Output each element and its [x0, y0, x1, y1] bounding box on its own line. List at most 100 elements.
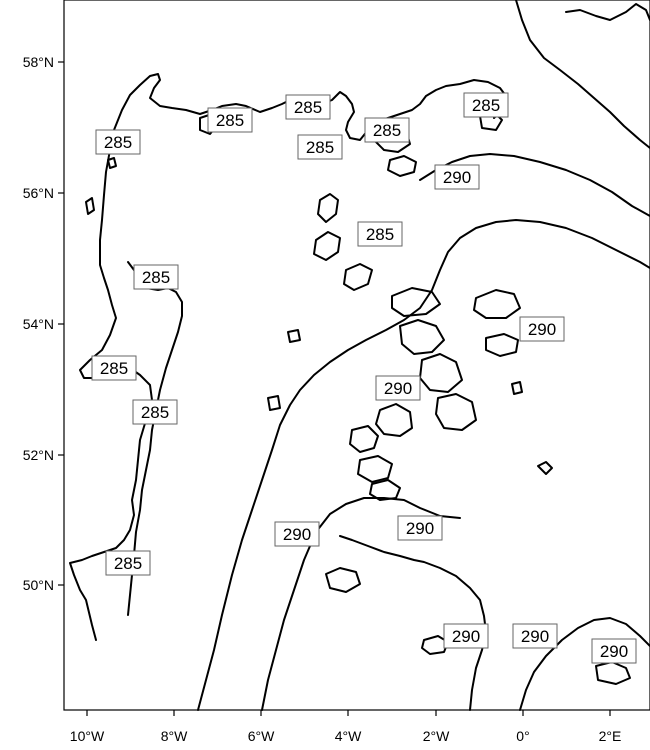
contour-southeast: [519, 617, 650, 711]
contour-label-box: [95, 129, 141, 155]
contour-label-290: 290: [375, 375, 421, 401]
contour-label-290: 290: [274, 521, 320, 547]
contour-island-9: [349, 425, 379, 453]
y-tick-label: 52°N: [23, 447, 54, 463]
contour-island-25: [85, 197, 95, 215]
contour-label-text: 285: [114, 554, 142, 573]
contour-label-text: 290: [283, 525, 311, 544]
contour-label-box: [463, 92, 509, 118]
contour-english-coast: [339, 535, 487, 711]
contour-island-3: [343, 263, 373, 291]
contour-island-7: [435, 393, 477, 431]
y-tick-label: 58°N: [23, 54, 54, 70]
contour-island-4: [391, 287, 441, 317]
contour-label-290: 290: [443, 623, 489, 649]
contour-label-text: 285: [100, 359, 128, 378]
contour-label-285: 285: [133, 264, 179, 290]
contour-northeast: [515, 0, 650, 149]
contour-label-box: [285, 94, 331, 120]
contour-label-290: 290: [512, 623, 558, 649]
x-tick-label: 6°W: [248, 728, 275, 744]
contour-label-285: 285: [357, 221, 403, 247]
contour-island-8: [375, 403, 413, 437]
contour-island-5: [399, 319, 445, 355]
contour-label-box: [357, 221, 403, 247]
contour-island-18: [421, 635, 449, 655]
plot-frame: [63, 0, 650, 711]
contour-island-14: [485, 333, 519, 357]
contour-label-text: 290: [528, 320, 556, 339]
contour-label-box: [132, 399, 178, 425]
x-tick-label: 8°W: [161, 728, 188, 744]
contour-label-285: 285: [463, 92, 509, 118]
contour-island-16: [387, 155, 417, 177]
contour-label-box: [207, 107, 253, 133]
x-tick-label: 2°E: [599, 728, 622, 744]
contour-channel: [261, 497, 461, 711]
contour-label-text: 285: [294, 98, 322, 117]
contour-label-text: 290: [452, 627, 480, 646]
contour-label-box: [375, 375, 421, 401]
contour-label-box: [512, 623, 558, 649]
contour-label-text: 285: [373, 121, 401, 140]
contour-label-285: 285: [95, 129, 141, 155]
contour-label-text: 285: [142, 268, 170, 287]
contour-label-box: [274, 521, 320, 547]
contour-label-290: 290: [519, 316, 565, 342]
contour-label-285: 285: [207, 107, 253, 133]
contour-label-box: [519, 316, 565, 342]
contour-label-285: 285: [91, 355, 137, 381]
contour-labels: 285 285 285 285 285 285 285 285 285 285 285 290 290 2…: [91, 92, 637, 664]
contour-label-text: 290: [600, 642, 628, 661]
contour-island-1: [317, 193, 339, 223]
y-tick-label: 56°N: [23, 185, 54, 201]
x-tick-label: 4°W: [335, 728, 362, 744]
contour-label-text: 285: [141, 403, 169, 422]
contour-label-285: 285: [105, 550, 151, 576]
contour-ne-corner: [565, 3, 650, 21]
contour-label-285: 285: [364, 117, 410, 143]
contour-label-290: 290: [434, 164, 480, 190]
contour-label-text: 285: [104, 133, 132, 152]
axis-ticks: [58, 61, 611, 716]
contour-label-box: [364, 117, 410, 143]
contour-island-2: [313, 231, 341, 261]
contour-label-text: 290: [443, 168, 471, 187]
contour-label-box: [133, 264, 179, 290]
contour-label-box: [591, 638, 637, 664]
contour-island-11: [369, 479, 401, 501]
contour-label-box: [434, 164, 480, 190]
y-tick-label: 54°N: [23, 316, 54, 332]
contour-island-10: [357, 455, 393, 483]
contour-island-23: [287, 329, 301, 343]
contour-island-6: [419, 353, 463, 393]
x-tick-labels: 10°W 8°W 6°W 4°W 2°W 0° 2°E: [70, 728, 622, 744]
contour-island-21: [511, 381, 523, 395]
contour-south-main: [197, 219, 650, 711]
contour-island-20: [537, 461, 553, 475]
contour-label-290: 290: [591, 638, 637, 664]
contour-irish-sea: [127, 261, 183, 616]
contour-label-box: [297, 134, 343, 160]
contour-label-285: 285: [285, 94, 331, 120]
y-tick-labels: 58°N 56°N 54°N 52°N 50°N: [23, 54, 54, 593]
contour-island-19: [595, 661, 631, 685]
contour-north-56: [419, 153, 650, 217]
contour-label-box: [443, 623, 489, 649]
contour-label-text: 285: [366, 225, 394, 244]
contour-label-text: 290: [521, 627, 549, 646]
x-tick-label: 10°W: [70, 728, 105, 744]
contour-label-text: 285: [306, 138, 334, 157]
contour-label-text: 290: [406, 519, 434, 538]
contour-label-285: 285: [297, 134, 343, 160]
contour-label-text: 285: [216, 111, 244, 130]
contour-label-box: [105, 550, 151, 576]
contour-island-26: [107, 157, 117, 169]
contour-island-12: [325, 567, 361, 593]
contour-label-text: 290: [384, 379, 412, 398]
y-tick-label: 50°N: [23, 577, 54, 593]
contour-label-box: [397, 515, 443, 541]
contour-label-box: [91, 355, 137, 381]
x-tick-label: 0°: [516, 728, 529, 744]
